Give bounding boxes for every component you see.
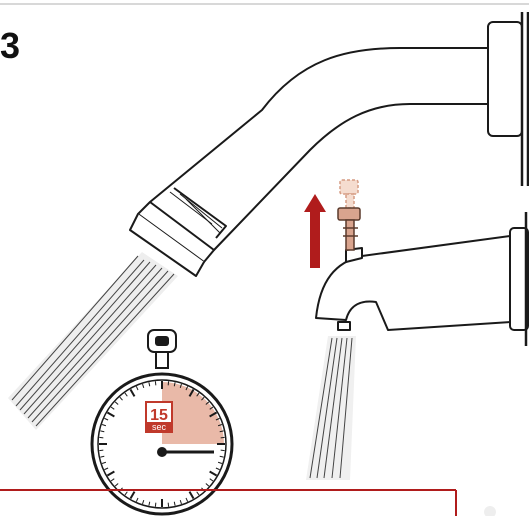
timer-minor-tick [215, 417, 220, 421]
timer-major-tick [209, 411, 218, 418]
timer-minor-tick [173, 382, 176, 387]
timer-minor-tick [119, 396, 123, 401]
step-number: 3 [0, 25, 21, 66]
timer-hub [157, 447, 167, 457]
timer-major-tick [129, 491, 136, 500]
tub-water-stream [306, 336, 356, 480]
timer-minor-tick [104, 417, 109, 421]
timer-minor-tick [114, 483, 119, 487]
timer-minor-tick [205, 483, 210, 487]
timer-minor-tick [219, 430, 224, 433]
stopwatch-icon: 15 sec [90, 329, 234, 516]
timer-minor-tick [124, 491, 128, 496]
timer-elapsed-sector [162, 382, 224, 444]
timer-minor-tick [114, 401, 119, 405]
timer-minor-tick [217, 461, 223, 464]
timer-minor-tick [196, 491, 200, 496]
timer-minor-tick [217, 424, 223, 427]
timer-minor-tick [135, 386, 139, 391]
timer-ticks [99, 381, 225, 507]
shower-water-spray [8, 252, 178, 430]
timer-minor-tick [209, 406, 214, 410]
timer-major-tick [188, 388, 195, 397]
timer-minor-tick [104, 467, 109, 471]
tub-spout-icon [315, 212, 529, 346]
diverter-ghost [339, 179, 359, 209]
timer-minor-tick [209, 478, 214, 482]
timer-major-tick [209, 470, 218, 477]
timer-minor-tick [179, 499, 182, 505]
timer-minor-tick [142, 383, 145, 389]
timer-minor-tick [100, 430, 105, 433]
diverter-pull-icon [337, 179, 361, 251]
timer-unit: sec [152, 422, 167, 432]
timer-minor-tick [196, 392, 200, 397]
shower-head-icon [129, 12, 529, 277]
corner-mark [484, 506, 496, 516]
timer-minor-tick [110, 478, 115, 482]
timer-minor-tick [179, 383, 182, 389]
timer-minor-tick [185, 386, 189, 391]
timer-minor-tick [215, 467, 220, 471]
timer-minor-tick [219, 455, 224, 458]
timer-major-tick [188, 491, 195, 500]
timer-minor-tick [135, 497, 139, 502]
timer-minor-tick [142, 499, 145, 505]
timer-minor-tick [148, 382, 151, 387]
bottom-rule [0, 489, 457, 516]
timer-minor-tick [101, 424, 107, 427]
timer-value: 15 [150, 407, 168, 424]
timer-minor-tick [201, 396, 205, 401]
timer-minor-tick [173, 501, 176, 506]
timer-minor-tick [100, 455, 105, 458]
timer-minor-tick [110, 406, 115, 410]
timer-major-tick [129, 388, 136, 397]
timer-minor-tick [101, 461, 107, 464]
timer-major-tick [106, 470, 115, 477]
diverter-actual [337, 207, 361, 251]
timer-minor-tick [148, 501, 151, 506]
timer-minor-tick [185, 497, 189, 502]
up-arrow-icon [304, 194, 326, 268]
timer-minor-tick [124, 392, 128, 397]
timer-major-tick [106, 411, 115, 418]
timer-minor-tick [205, 401, 210, 405]
